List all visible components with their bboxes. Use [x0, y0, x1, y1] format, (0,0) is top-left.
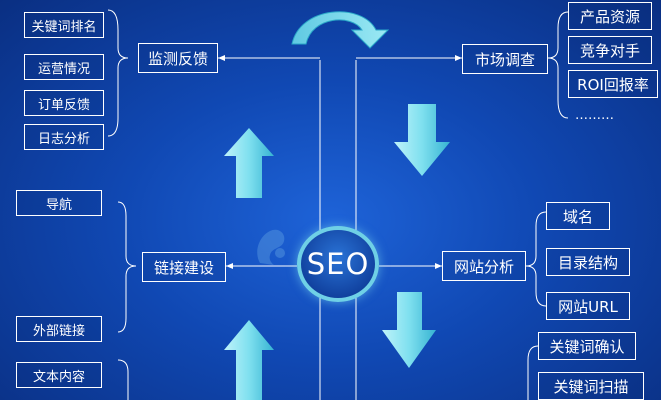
item-operation-status: 运营情况	[24, 54, 104, 80]
item-label: 关键词确认	[549, 337, 625, 356]
item-label: 网站URL	[558, 297, 618, 316]
hub-site-analysis: 网站分析	[442, 251, 526, 281]
item-label: 目录结构	[557, 253, 618, 272]
item-label: 外部链接	[32, 323, 85, 339]
seo-center-node: SEO	[297, 226, 379, 302]
brace-left-bottom	[117, 359, 129, 400]
hub-link-building: 链接建设	[142, 252, 226, 282]
hub-market-research: 市场调查	[462, 44, 548, 74]
item-label: 导航	[45, 197, 72, 213]
item-keyword-confirmation: 关键词确认	[538, 332, 636, 360]
hub-monitoring-feedback: 监测反馈	[138, 43, 218, 73]
cycle-curve-arrow	[291, 11, 390, 49]
link-market-arrowhead	[455, 55, 462, 61]
up-arrow-lower	[224, 320, 274, 400]
ellipsis-more: ………	[575, 108, 614, 123]
down-arrow-upper	[394, 104, 450, 176]
item-keyword-ranking: 关键词排名	[24, 12, 104, 38]
brace-right-top	[547, 11, 569, 119]
item-label: 订单反馈	[37, 97, 90, 113]
brace-left-middle	[117, 201, 137, 333]
brace-right-middle	[525, 211, 547, 307]
item-external-links: 外部链接	[16, 316, 102, 342]
watermark-logo	[257, 229, 285, 265]
item-label: 关键词排名	[31, 19, 97, 35]
item-competitors: 竞争对手	[568, 36, 652, 64]
link-linkbuild-arrowhead	[226, 263, 233, 269]
up-arrow-upper	[224, 128, 274, 198]
item-directory-structure: 目录结构	[546, 248, 630, 276]
item-order-feedback: 订单反馈	[24, 90, 104, 116]
item-roi: ROI回报率	[568, 70, 658, 98]
item-label: 产品资源	[579, 7, 640, 26]
item-product-resources: 产品资源	[568, 2, 652, 30]
item-domain: 域名	[546, 202, 610, 230]
item-label: 域名	[562, 207, 593, 226]
item-site-url: 网站URL	[546, 292, 630, 320]
item-text-content: 文本内容	[16, 362, 102, 388]
brace-left-top	[107, 9, 129, 137]
item-label: 竞争对手	[579, 41, 640, 60]
item-label: 文本内容	[32, 369, 85, 385]
item-navigation: 导航	[16, 190, 102, 216]
seo-center-label: SEO	[306, 247, 370, 281]
item-label: 关键词扫描	[553, 377, 629, 396]
link-feedback-arrowhead	[218, 55, 225, 61]
down-arrow-lower	[382, 292, 436, 368]
item-label: 运营情况	[37, 61, 90, 77]
hub-label: 市场调查	[474, 50, 535, 69]
hub-label: 监测反馈	[147, 49, 208, 68]
link-siteanalysis-arrowhead	[435, 263, 442, 269]
hub-label: 网站分析	[453, 257, 514, 276]
item-keyword-scanning: 关键词扫描	[538, 372, 644, 400]
hub-label: 链接建设	[153, 258, 214, 277]
item-label: 日志分析	[37, 131, 90, 147]
brace-right-bottom	[527, 345, 539, 400]
item-log-analysis: 日志分析	[24, 124, 104, 150]
item-label: ROI回报率	[577, 75, 649, 94]
